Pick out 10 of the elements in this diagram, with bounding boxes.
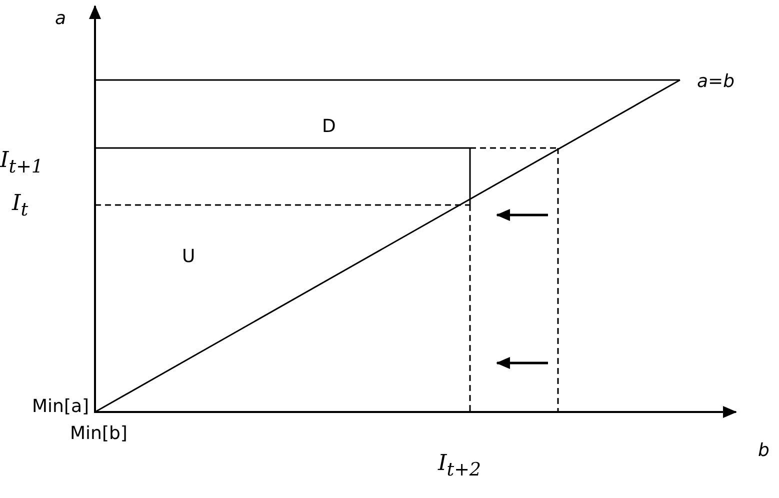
line-label: a=b xyxy=(697,73,735,91)
tick-label: I$_{t+2}$ xyxy=(438,453,482,480)
region-label: U xyxy=(182,248,196,266)
axis-label: b xyxy=(758,442,770,460)
axis-label: a xyxy=(55,10,66,28)
tick-label: I$_{t}$ xyxy=(12,193,28,220)
tick-label: Min[a] xyxy=(32,398,90,416)
tick-label: I$_{t+1}$ xyxy=(0,150,44,177)
region-label: D xyxy=(322,118,336,136)
tick-label: Min[b] xyxy=(70,425,128,443)
